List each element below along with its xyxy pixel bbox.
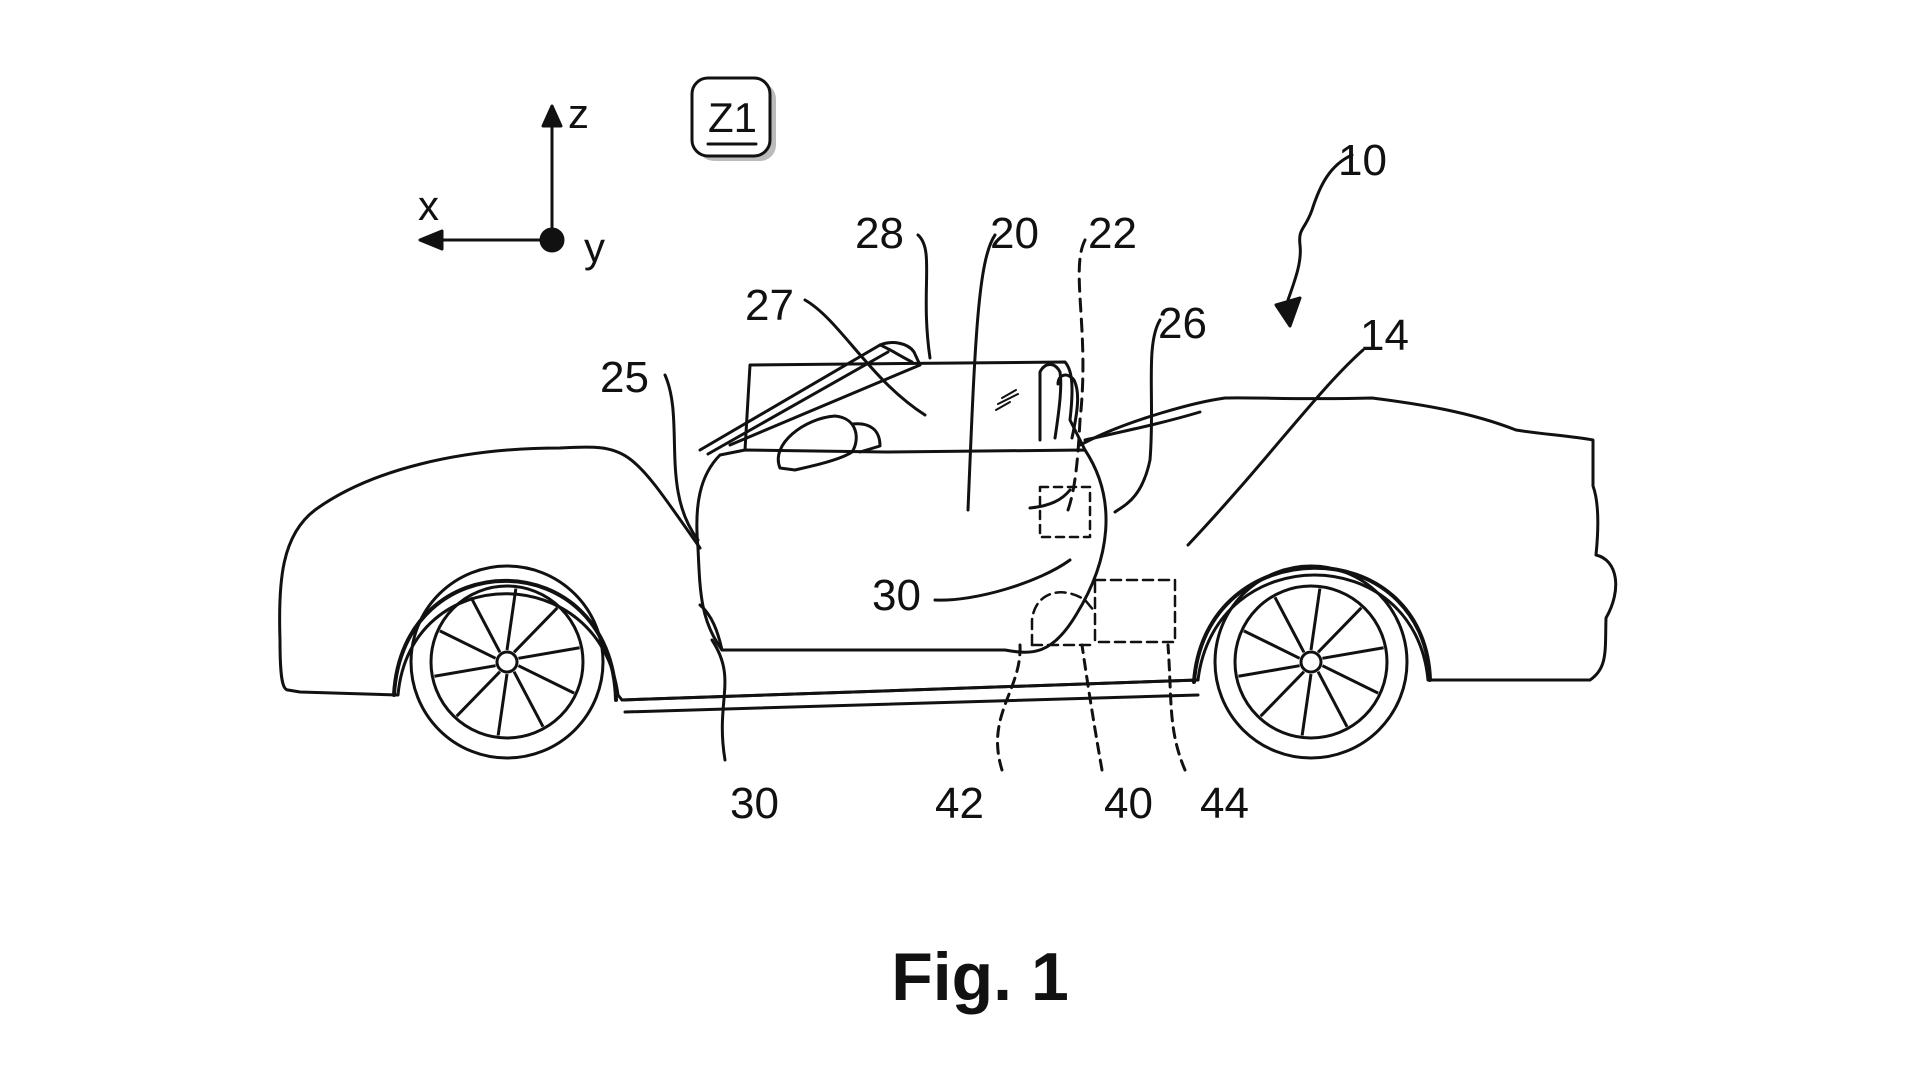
rear-wheel-spoke [1322, 646, 1384, 660]
mirror-mark-2 [997, 393, 1019, 405]
ref-30-upper: 30 [872, 571, 921, 620]
rear-wheel-arch [1192, 565, 1432, 684]
leader-26 [1113, 318, 1162, 514]
rear-wheel-rim [1233, 584, 1389, 740]
front-wheel-spoke [439, 629, 497, 660]
leader-14 [1186, 348, 1365, 547]
front-wheel [409, 564, 605, 760]
front-wheel-hub [495, 650, 519, 674]
rear-wheel-spoke [1316, 671, 1349, 728]
z-axis-arrowhead [541, 104, 563, 128]
leader-20 [966, 233, 997, 512]
front-wheel-spoke [517, 664, 575, 695]
coordinate-axes [418, 104, 565, 253]
axis-label-y: y [584, 224, 605, 271]
front-wheel-tire [409, 564, 605, 760]
rear-wheel-spoke [1316, 606, 1363, 654]
leader-30-upper [933, 558, 1072, 602]
door-outline [695, 448, 1108, 654]
steering-column [850, 422, 882, 454]
door-handle-line [1028, 488, 1072, 510]
rear-wheel-hub [1299, 650, 1323, 674]
module-box-44 [1093, 578, 1177, 644]
seat-headrest [1056, 373, 1080, 440]
ref-22: 22 [1088, 209, 1137, 258]
mirror-mark-3 [995, 401, 1011, 411]
ref-42: 42 [935, 779, 984, 828]
front-wheel-spoke [505, 588, 518, 651]
zone-label: Z1 [708, 94, 757, 141]
front-wheel-spoke [512, 671, 545, 728]
rear-wheel-spoke [1309, 588, 1322, 651]
mirror-mark-1 [1001, 389, 1017, 399]
seat-back [1038, 363, 1063, 442]
hinge-dashed-path [1030, 591, 1097, 647]
rear-wheel-spoke [1321, 664, 1379, 695]
ref-20: 20 [990, 209, 1039, 258]
leader-28 [916, 233, 932, 360]
ref-28: 28 [855, 209, 904, 258]
ref-25: 25 [600, 353, 649, 402]
door-front-edge [698, 603, 724, 652]
front-wheel-arch [392, 579, 618, 702]
rear-wheel-spoke [1238, 664, 1300, 678]
rear-wheel-spoke [1259, 670, 1306, 718]
leader-30-lower [710, 638, 727, 762]
front-wheel-rim [429, 584, 585, 740]
leader-10-zigzag [1286, 153, 1354, 302]
rear-wheel-tire [1213, 564, 1409, 760]
leader-27 [803, 298, 927, 417]
car-body-outline [278, 396, 1618, 702]
figure-title: Fig. 1 [891, 939, 1069, 1015]
axis-label-z: z [568, 90, 589, 137]
ref-27: 27 [745, 281, 794, 330]
front-wheel-spoke [518, 646, 580, 660]
front-wheel-spoke [455, 670, 502, 718]
leader-44 [1166, 643, 1187, 772]
axis-label-x: x [418, 182, 439, 229]
ref-40: 40 [1104, 779, 1153, 828]
front-wheel-spoke [469, 596, 502, 653]
front-wheel-spoke [512, 606, 559, 654]
rear-deck-line [1083, 410, 1202, 442]
windshield-glass-outline [743, 360, 1087, 452]
ref-30-lower: 30 [730, 779, 779, 828]
zone-box [690, 76, 772, 158]
ref-10: 10 [1338, 136, 1387, 185]
y-axis-dot [539, 227, 565, 253]
sensor-box-22 [1038, 485, 1092, 539]
windshield-inner-line [706, 350, 890, 456]
rear-wheel-spoke [1300, 673, 1313, 736]
steering-wheel [776, 414, 858, 472]
ref-44: 44 [1200, 779, 1249, 828]
rear-wheel-spoke [1273, 596, 1306, 653]
leader-22 [1066, 238, 1087, 512]
leader-25 [663, 373, 700, 542]
leader-40 [1080, 643, 1104, 772]
ref-26: 26 [1158, 299, 1207, 348]
rear-wheel [1213, 564, 1409, 760]
rear-wheel-spoke [1243, 629, 1301, 660]
sill-upper-line [620, 678, 1200, 702]
front-wheel-spoke [496, 673, 509, 736]
x-axis-arrowhead [418, 229, 444, 251]
leader-42 [996, 643, 1022, 772]
sill-lower-line [623, 693, 1200, 714]
ref-14: 14 [1360, 311, 1409, 360]
front-wheel-spoke [434, 664, 496, 678]
leader-10-arrowhead [1274, 296, 1302, 328]
windshield-top-line [878, 343, 914, 364]
